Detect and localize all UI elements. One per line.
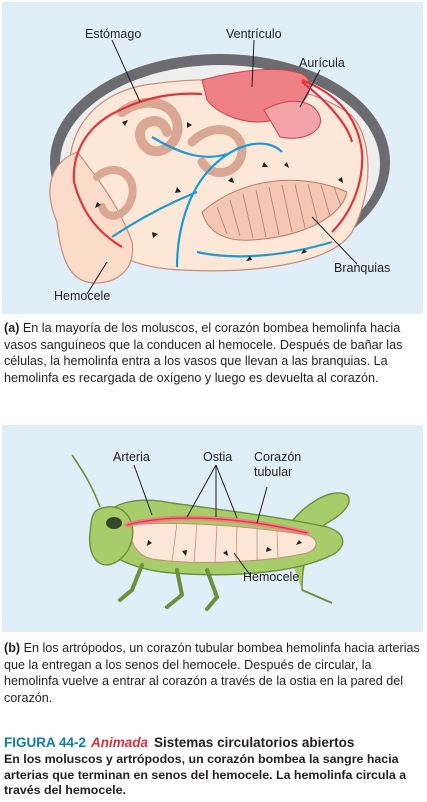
eye: [106, 517, 122, 529]
label-ostia: Ostia: [203, 450, 233, 464]
front-leg: [118, 563, 144, 602]
gill-filaments: [216, 183, 342, 239]
label-hemocoel-b: Hemocele: [243, 570, 300, 584]
figure-title-line: FIGURA 44-2 Animada Sistemas circulatorios…: [4, 735, 354, 751]
hind-tibia: [301, 589, 333, 604]
figure-number: FIGURA 44-2: [4, 735, 87, 750]
antenna: [71, 454, 101, 508]
label-ventricle: Ventrículo: [226, 27, 282, 41]
caption-b-tag: (b): [4, 641, 21, 655]
caption-a: (a) En la mayoría de los moluscos, el co…: [4, 320, 420, 386]
grasshopper-illustration: [71, 454, 350, 611]
middle-leg-2: [205, 568, 220, 611]
figure-title: Sistemas circulatorios abiertos: [154, 735, 355, 750]
label-gills: Branquias: [334, 261, 391, 275]
animated-tag: Animada: [91, 735, 149, 750]
foot: [49, 151, 134, 284]
caption-b-text: En los artrópodos, un corazón tubular bo…: [4, 641, 420, 705]
mollusc-illustration: [49, 39, 390, 295]
auricle: [263, 100, 321, 139]
flow-arrows-b: [147, 540, 302, 556]
caption-a-tag: (a): [4, 321, 20, 335]
mollusc-diagram-panel: Estómago Ventrículo Aurícula Branquias H…: [2, 2, 423, 314]
leader-lines-b: [133, 464, 268, 576]
head: [88, 506, 134, 566]
label-hemocoel: Hemocele: [54, 289, 111, 303]
middle-leg: [165, 568, 185, 609]
label-stomach: Estómago: [85, 27, 142, 41]
figure-description: En los moluscos y artrópodos, un corazón…: [4, 752, 407, 797]
label-artery: Arteria: [113, 450, 150, 464]
leader-lines: [86, 39, 358, 295]
caption-b: (b) En los artrópodos, un corazón tubula…: [4, 640, 420, 706]
tubular-heart-wall: [126, 517, 308, 534]
caption-a-text: En la mayoría de los moluscos, el corazó…: [4, 321, 403, 385]
label-tubular-heart-1: Corazón: [254, 450, 302, 464]
intestine-loop: [117, 97, 183, 157]
intestine-loop-2: [187, 125, 247, 177]
arteries: [72, 78, 364, 248]
label-auricle: Aurícula: [299, 56, 345, 70]
flow-arrows: [95, 120, 343, 261]
label-tubular-heart-2: tubular: [254, 465, 293, 479]
arthropod-diagram-panel: Arteria Ostia Corazón tubular Hemocele: [2, 425, 423, 632]
veins: [111, 136, 333, 268]
intestine-loop-3: [93, 165, 137, 220]
